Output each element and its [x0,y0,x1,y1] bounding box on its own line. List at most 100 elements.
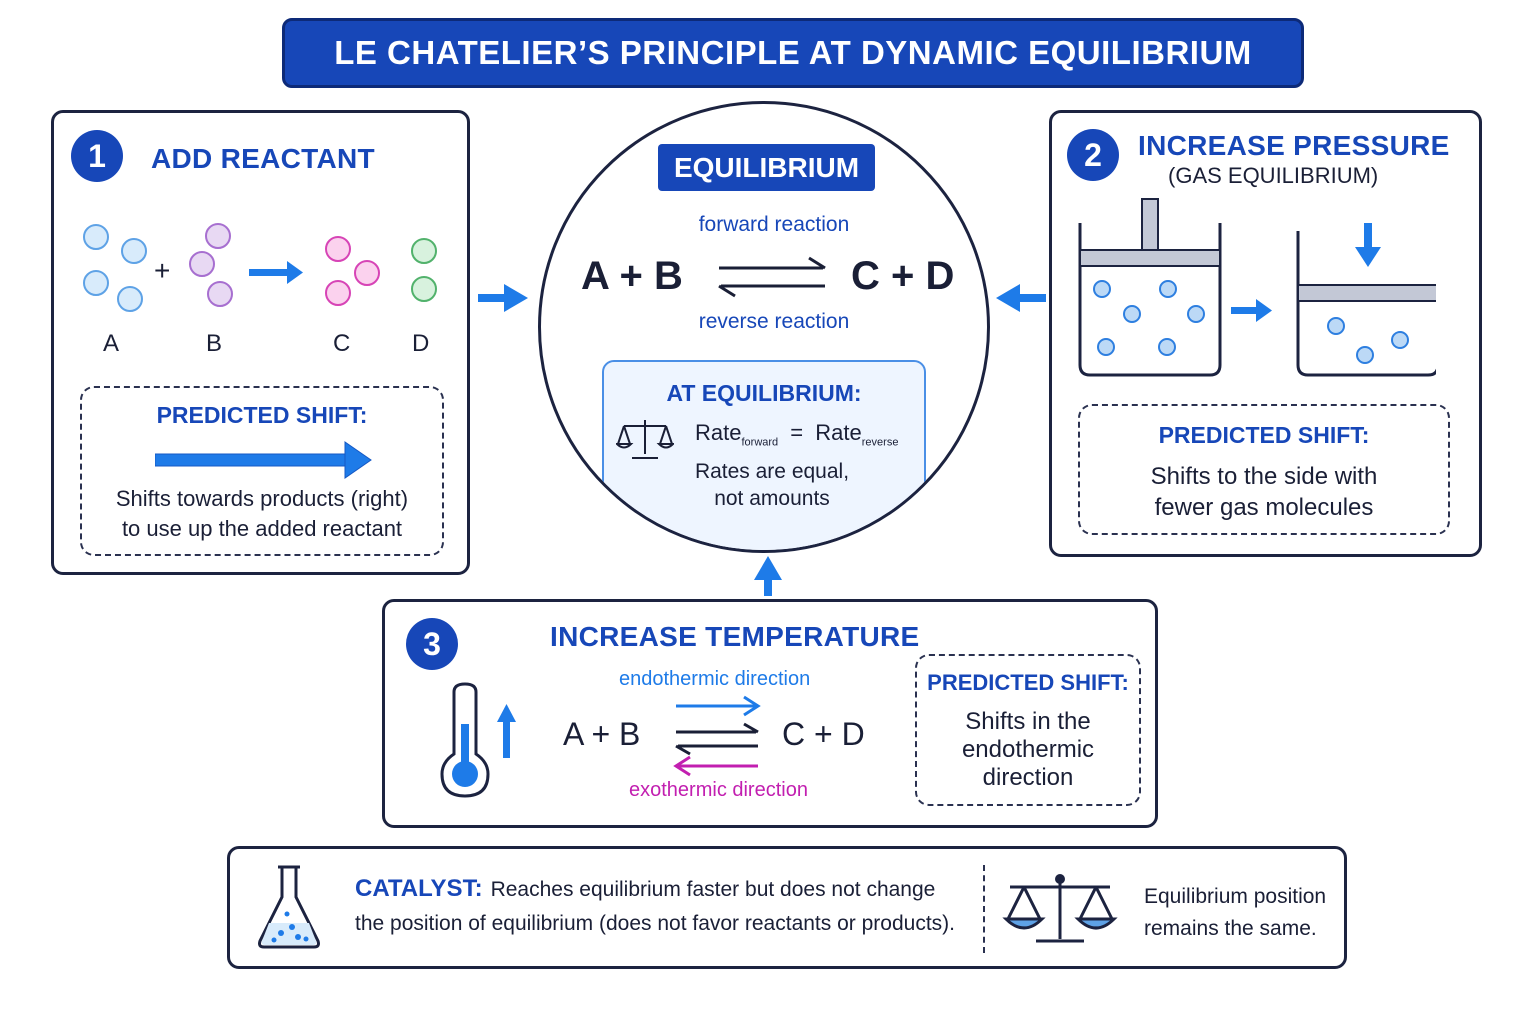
shift-text: Shifts in the endothermic direction [917,708,1139,792]
panel-heading: ADD REACTANT [151,143,375,174]
predicted-shift-title: PREDICTED SHIFT: [156,402,368,428]
pressure-containers [1078,198,1436,377]
balance-scale-icon [1002,874,1118,943]
gas-molecule [1097,338,1115,356]
equilibrium-arrows [718,256,826,298]
step-badge-2: 2 [1067,129,1119,181]
particle-a [117,286,143,312]
arrow-to-equilibrium-right [1018,294,1046,302]
reverse-reaction-label: reverse reaction [698,310,850,333]
panel-heading: INCREASE PRESSURE [1138,130,1450,161]
shift-text-line1: Shifts towards products (right) [115,486,409,511]
predicted-shift-box: PREDICTED SHIFT: Shifts towards products… [80,386,444,556]
compress-arrow [1231,307,1257,314]
label-c: C [333,330,351,357]
gas-molecule [1159,280,1177,298]
particle-b [205,223,231,249]
gas-molecule [1158,338,1176,356]
catalyst-divider [983,865,985,953]
label-b: B [206,330,223,357]
arrow-to-equilibrium-left [478,294,506,302]
equation-rhs: C + D [851,254,955,298]
particle-d [411,276,437,302]
shift-text-line3: direction [982,764,1074,791]
shift-text-line1: Shifts to the side with [1150,463,1378,490]
predicted-shift-box: PREDICTED SHIFT: Shifts in the endotherm… [915,654,1141,806]
equilibrium-circle: EQUILIBRIUM forward reaction A + B C + D… [538,101,990,553]
gas-molecule [1391,331,1409,349]
panel-heading: INCREASE TEMPERATURE [550,621,920,652]
container-before [1078,223,1222,377]
plus-sign: + [154,255,171,286]
container-after [1296,231,1436,377]
predicted-shift-title: PREDICTED SHIFT: [1158,422,1370,448]
equilibrium-heading: EQUILIBRIUM [658,144,875,191]
flask-icon [258,865,320,949]
catalyst-result-line1: Equilibrium position [1144,885,1327,908]
catalyst-result-line2: remains the same. [1144,917,1317,940]
piston-rod [1141,198,1159,251]
balance-scale-icon [616,420,674,459]
predicted-shift-box: PREDICTED SHIFT: Shifts to the side with… [1078,404,1450,535]
rates-note: Rates are equal, not amounts [682,458,862,513]
catalyst-label: CATALYST: [355,875,483,902]
shift-text-line2: fewer gas molecules [1154,494,1374,521]
page-title: LE CHATELIER’S PRINCIPLE AT DYNAMIC EQUI… [334,34,1252,71]
forward-reaction-label: forward reaction [698,213,850,236]
shift-text-line2: to use up the added reactant [121,516,403,541]
temperature-up-arrow [503,720,510,758]
rates-note-line1: Rates are equal, [694,460,850,483]
rate-equation: Rateforward = Ratereverse [695,420,898,448]
predicted-shift-title: PREDICTED SHIFT: [927,670,1129,695]
rate-equals: = [790,420,804,445]
step-badge-3: 3 [406,618,458,670]
particle-a [83,270,109,296]
particle-a [83,224,109,250]
at-equilibrium-box: AT EQUILIBRIUM: Rateforward = Raterevers… [602,360,926,550]
shift-right-arrow [155,441,372,479]
pressure-down-arrow [1364,223,1372,249]
panel-catalyst: CATALYST: Reaches equilibrium faster but … [227,846,1347,969]
catalyst-result: Equilibrium position remains the same. [1144,881,1326,945]
piston-before [1079,249,1221,267]
equation-lhs: A + B [581,254,683,298]
shift-text-line1: Shifts in the [965,708,1091,735]
at-equilibrium-title: AT EQUILIBRIUM: [666,380,862,406]
arrow-to-equilibrium-bottom [764,578,772,596]
particle-c [325,280,351,306]
particle-b [207,281,233,307]
exothermic-label: exothermic direction [629,779,808,801]
gas-molecule [1356,346,1374,364]
step-badge-1: 1 [71,130,123,182]
rates-note-line2: not amounts [714,487,830,511]
rate-reverse-subscript: reverse [861,436,899,449]
reaction-arrow [249,261,303,284]
panel-increase-pressure: 2 INCREASE PRESSURE (GAS EQUILIBRIUM) PR… [1049,110,1482,557]
rate-forward-text: Rate [695,420,742,445]
catalyst-description-2: the position of equilibrium (does not fa… [355,912,955,935]
particle-c [325,236,351,262]
particle-c [354,260,380,286]
label-d: D [412,330,430,357]
catalyst-text-line1: CATALYST: Reaches equilibrium faster but … [355,875,935,903]
temperature-equilibrium-arrows [673,695,761,777]
shift-text-line2: endothermic [961,736,1095,763]
title-banner: LE CHATELIER’S PRINCIPLE AT DYNAMIC EQUI… [282,18,1304,88]
panel-subheading: (GAS EQUILIBRIUM) [1168,163,1379,188]
particle-b [189,251,215,277]
gas-molecule [1093,280,1111,298]
endothermic-label: endothermic direction [619,668,811,690]
label-a: A [103,330,120,357]
piston-after [1297,284,1436,302]
panel-increase-temperature: 3 INCREASE TEMPERATURE endothermic direc… [382,599,1158,828]
gas-molecule [1327,317,1345,335]
catalyst-description-1: Reaches equilibrium faster but does not … [490,878,936,901]
particle-d [411,238,437,264]
panel-add-reactant: 1 ADD REACTANT + A B C D PREDICTED SHIFT… [51,110,470,575]
thermometer-icon [440,682,516,798]
equation-rhs: C + D [782,716,865,752]
particle-a [121,238,147,264]
gas-molecule [1187,305,1205,323]
rate-reverse-text: Rate [815,420,862,445]
